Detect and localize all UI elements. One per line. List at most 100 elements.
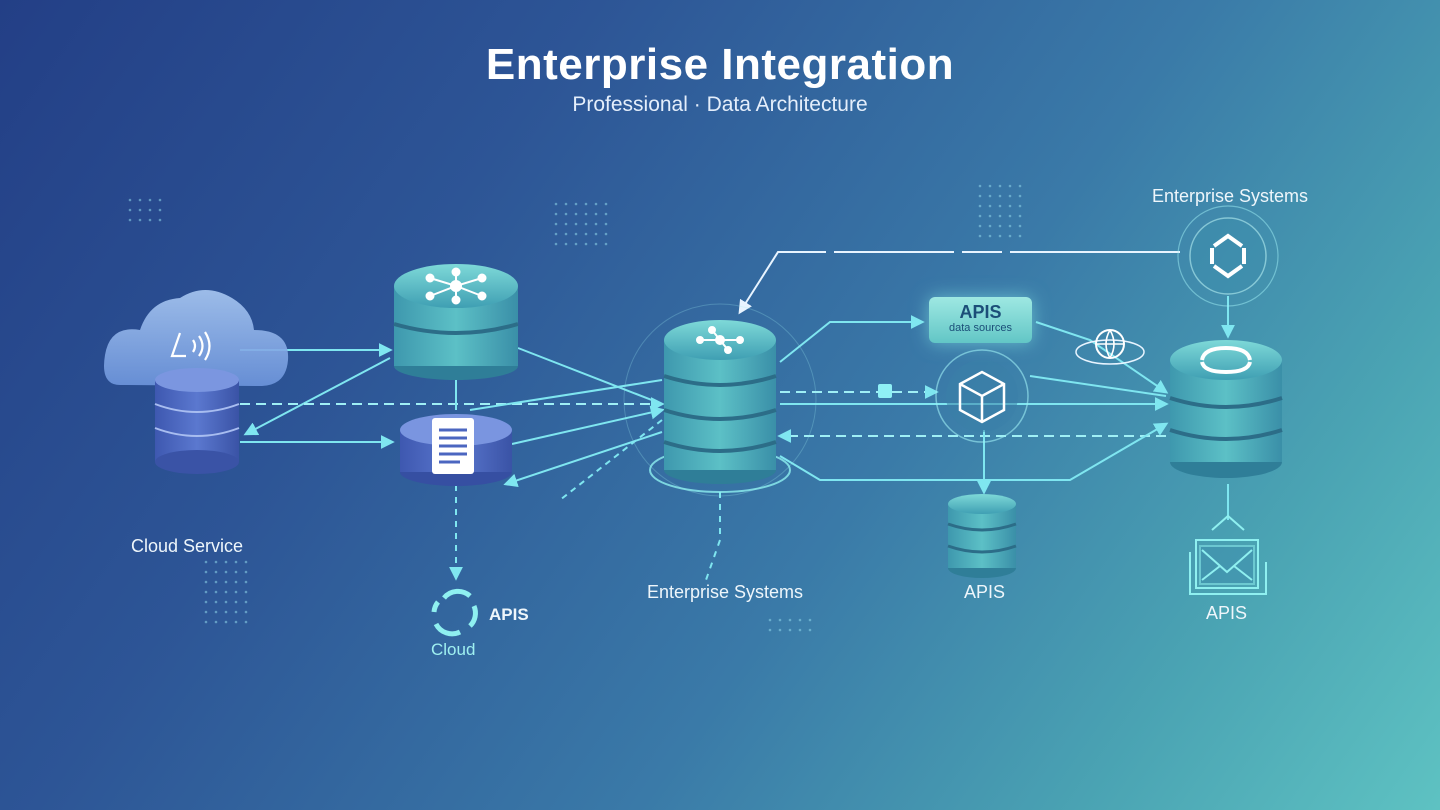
decor-dot bbox=[204, 580, 208, 584]
label-cloud-service: Cloud Service bbox=[131, 536, 244, 556]
cloud-icon bbox=[104, 290, 289, 386]
apis-chip[interactable]: APIS data sources bbox=[929, 297, 1032, 343]
decor-dot bbox=[128, 218, 132, 222]
cube-node[interactable] bbox=[935, 349, 1029, 443]
decor-dot bbox=[584, 242, 588, 246]
decor-dot bbox=[1018, 224, 1022, 228]
decor-dot bbox=[1008, 214, 1012, 218]
globe-icon[interactable] bbox=[1075, 329, 1145, 365]
decor-dot bbox=[224, 610, 228, 614]
dot-grid-decoration bbox=[128, 184, 1022, 632]
decor-dot bbox=[978, 184, 982, 188]
signal-icon bbox=[170, 331, 211, 361]
decor-dot bbox=[554, 232, 558, 236]
decor-dot bbox=[1018, 214, 1022, 218]
decor-dot bbox=[998, 214, 1002, 218]
decor-dot bbox=[604, 222, 608, 226]
enterprise-database-node[interactable] bbox=[1169, 340, 1283, 478]
decor-dot bbox=[1008, 204, 1012, 208]
decor-dot bbox=[778, 618, 782, 622]
document-node[interactable] bbox=[400, 414, 512, 486]
decor-dot bbox=[978, 224, 982, 228]
decor-dot bbox=[204, 560, 208, 564]
decor-dot bbox=[604, 202, 608, 206]
decor-dot bbox=[798, 628, 802, 632]
decor-dot bbox=[978, 204, 982, 208]
decor-dot bbox=[808, 618, 812, 622]
enterprise-systems-node[interactable] bbox=[1177, 205, 1279, 307]
decor-dot bbox=[988, 194, 992, 198]
edge-center-apis bbox=[779, 315, 925, 363]
decor-dot bbox=[978, 234, 982, 238]
decor-dot bbox=[604, 242, 608, 246]
hub-database-node[interactable] bbox=[393, 264, 519, 380]
decor-dot bbox=[988, 234, 992, 238]
decor-dot bbox=[148, 198, 152, 202]
decor-dot bbox=[224, 600, 228, 604]
decor-dot bbox=[768, 618, 772, 622]
edge-top-cloud bbox=[243, 357, 391, 436]
decor-dot bbox=[584, 202, 588, 206]
decor-dot bbox=[224, 580, 228, 584]
decor-dot bbox=[244, 600, 248, 604]
decor-dot bbox=[138, 208, 142, 212]
cloud-service-node[interactable] bbox=[104, 290, 289, 474]
sync-icon[interactable] bbox=[431, 588, 478, 637]
decor-dot bbox=[584, 222, 588, 226]
cloud-database-icon bbox=[154, 368, 240, 474]
decor-dot bbox=[244, 610, 248, 614]
edge-top-center bbox=[517, 347, 663, 405]
decor-dot bbox=[234, 560, 238, 564]
decor-dot bbox=[554, 202, 558, 206]
central-database-node[interactable] bbox=[623, 303, 817, 497]
decor-dot bbox=[138, 198, 142, 202]
decor-dot bbox=[1018, 204, 1022, 208]
decor-dot bbox=[978, 194, 982, 198]
decor-dot bbox=[574, 202, 578, 206]
decor-dot bbox=[204, 600, 208, 604]
decor-dot bbox=[224, 560, 228, 564]
decor-dot bbox=[204, 610, 208, 614]
decor-dot bbox=[224, 570, 228, 574]
label-cloud: Cloud bbox=[431, 640, 476, 659]
apis-chip-title: APIS bbox=[959, 302, 1002, 322]
sync-ring-icon bbox=[1200, 345, 1252, 375]
decor-dot bbox=[594, 232, 598, 236]
decor-dot bbox=[564, 212, 568, 216]
decor-dot bbox=[224, 620, 228, 624]
decor-dot bbox=[234, 620, 238, 624]
decor-dot bbox=[148, 218, 152, 222]
apis-database-node[interactable] bbox=[947, 494, 1017, 578]
edge-enterprise-center bbox=[738, 251, 1180, 315]
connection-lines bbox=[240, 251, 1235, 581]
data-packet-marker bbox=[878, 384, 892, 398]
decor-dot bbox=[564, 202, 568, 206]
mail-frame-icon[interactable] bbox=[1189, 514, 1267, 595]
decor-dot bbox=[234, 580, 238, 584]
decor-dot bbox=[584, 212, 588, 216]
decor-dot bbox=[234, 570, 238, 574]
decor-dot bbox=[798, 618, 802, 622]
label-apis-mid: APIS bbox=[964, 582, 1006, 602]
decor-dot bbox=[998, 194, 1002, 198]
decor-dot bbox=[788, 618, 792, 622]
decor-dot bbox=[594, 212, 598, 216]
edge-center-right-low bbox=[779, 422, 1169, 481]
decor-dot bbox=[234, 610, 238, 614]
decor-dot bbox=[214, 560, 218, 564]
decor-dot bbox=[1008, 234, 1012, 238]
cube-icon bbox=[958, 370, 1006, 424]
decor-dot bbox=[158, 198, 162, 202]
decor-dot bbox=[998, 224, 1002, 228]
document-icon bbox=[432, 418, 474, 474]
decor-dot bbox=[234, 590, 238, 594]
decor-dot bbox=[998, 204, 1002, 208]
page-title: Enterprise Integration bbox=[485, 40, 955, 89]
label-apis-small: APIS bbox=[489, 605, 529, 624]
decor-dot bbox=[244, 620, 248, 624]
decor-dot bbox=[1018, 194, 1022, 198]
decor-dot bbox=[988, 184, 992, 188]
decor-dot bbox=[214, 570, 218, 574]
decor-dot bbox=[214, 610, 218, 614]
decor-dot bbox=[1008, 224, 1012, 228]
